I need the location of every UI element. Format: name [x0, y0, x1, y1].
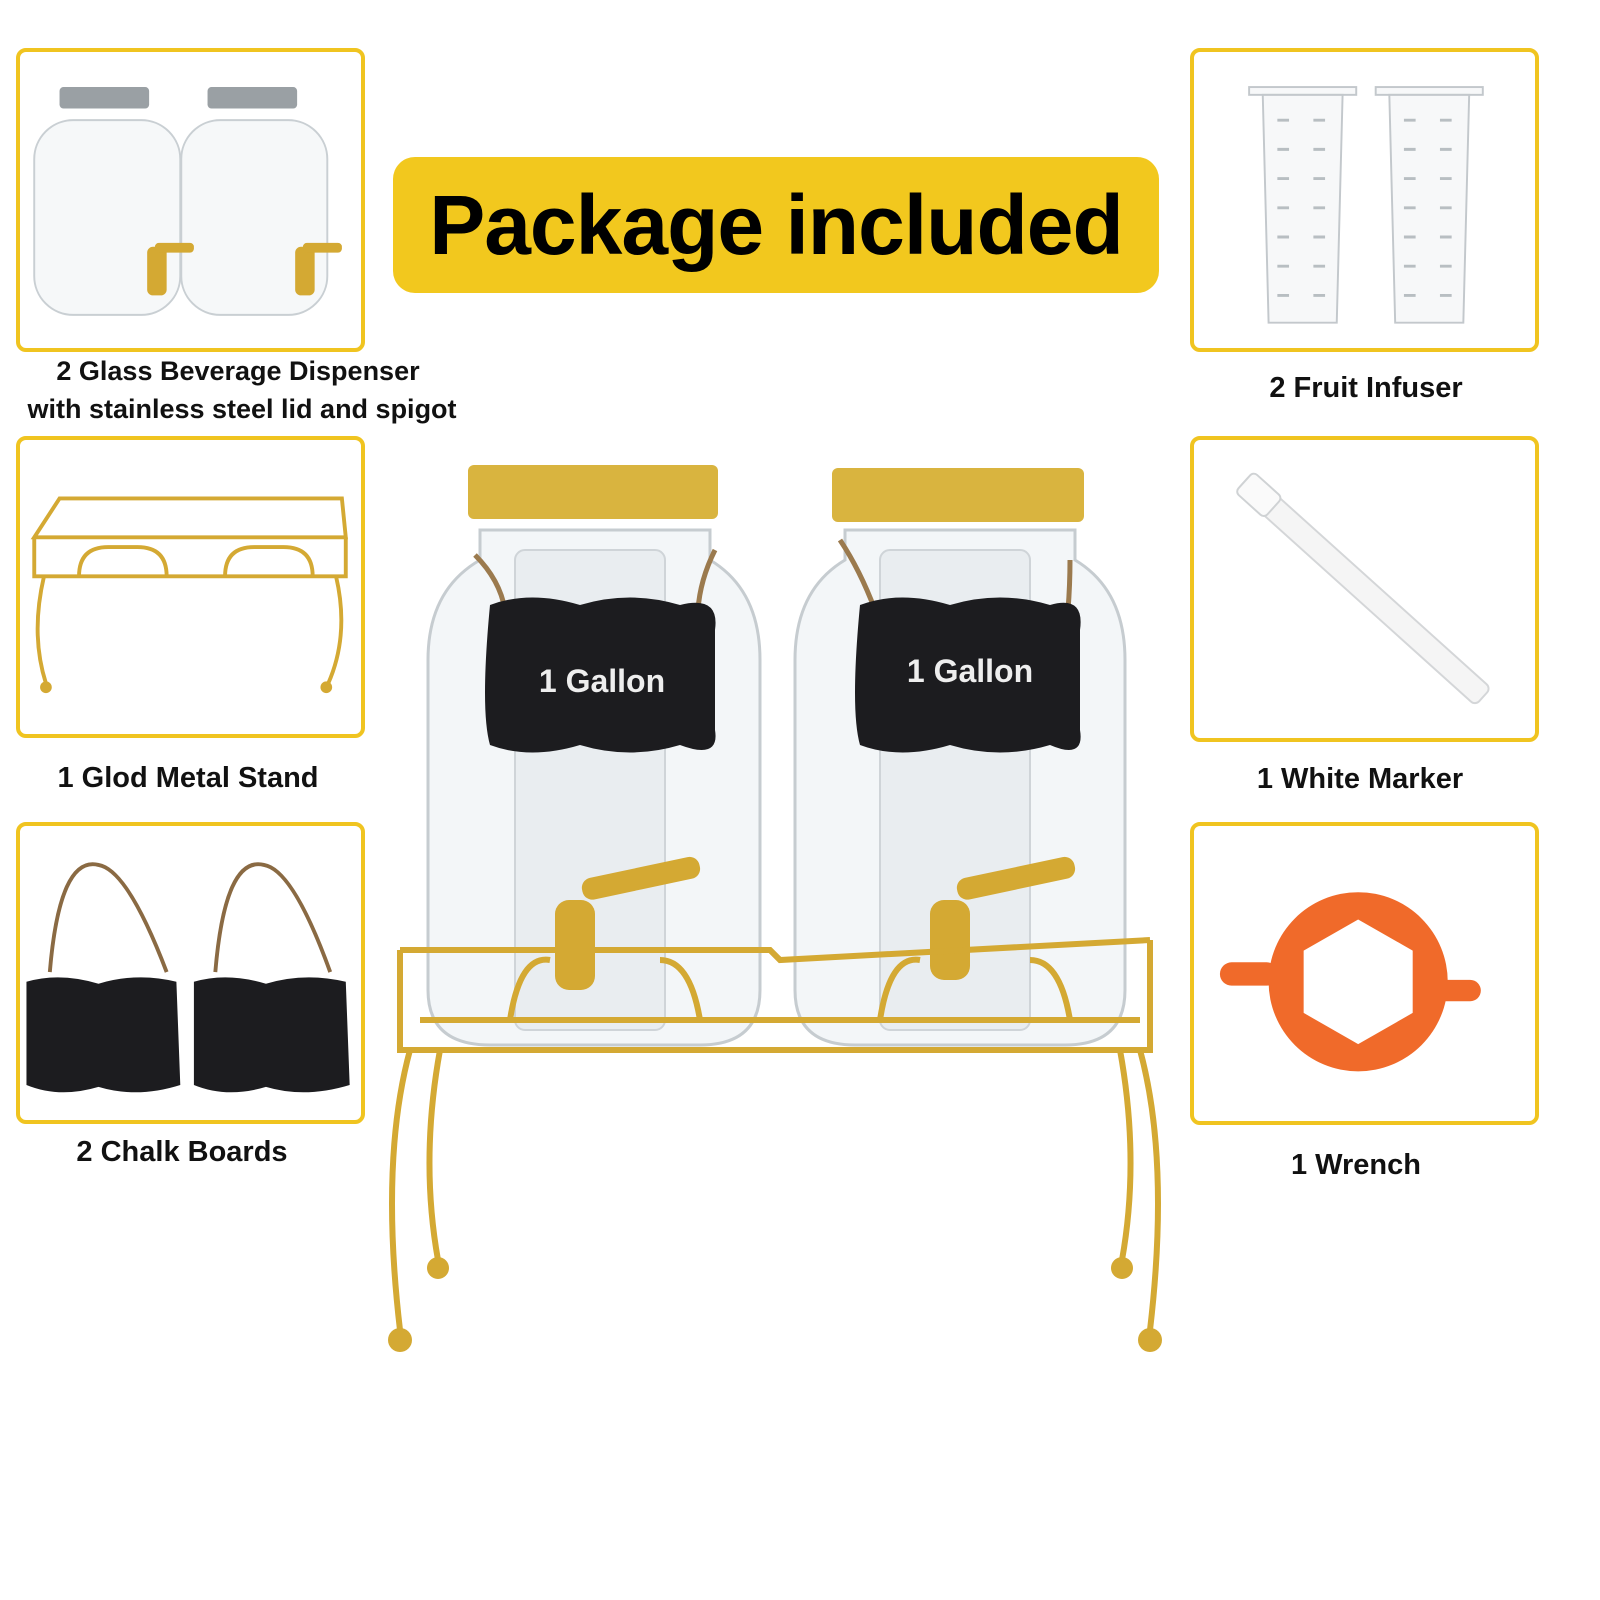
item-label-chalkboards: 2 Chalk Boards — [76, 1136, 288, 1168]
item-label-dispensers-line1: 2 Glass Beverage Dispenser — [56, 356, 420, 386]
hero-dispenser-image: 1 Gallon 1 Gallon — [388, 465, 1162, 1352]
item-card-dispensers — [16, 48, 365, 352]
chalk-board-right — [855, 597, 1081, 753]
gold-lid-right — [832, 468, 1084, 522]
chalk-board-left — [485, 597, 716, 753]
gold-metal-stand — [389, 937, 1161, 1331]
metal-stand-icon — [30, 496, 348, 694]
title-banner: Package included — [393, 157, 1159, 293]
wrench-icon — [1219, 892, 1481, 1072]
item-card-wrench — [1190, 822, 1539, 1125]
item-card-infusers — [1190, 48, 1539, 352]
gold-lid-left — [468, 465, 718, 519]
item-label-wrench: 1 Wrench — [1290, 1149, 1421, 1181]
white-marker-icon — [1236, 472, 1490, 705]
item-card-stand — [16, 436, 365, 738]
item-label-infusers: 2 Fruit Infuser — [1269, 372, 1463, 404]
item-label-marker: 1 White Marker — [1256, 763, 1464, 795]
item-label-stand: 1 Glod Metal Stand — [57, 762, 319, 794]
item-label-dispensers-line2: with stainless steel lid and spigot — [27, 394, 457, 424]
item-card-chalkboards — [16, 822, 365, 1124]
jar-label-right: 1 Gallon — [907, 653, 1033, 689]
page-title: Package included — [429, 177, 1124, 272]
item-card-marker — [1190, 436, 1539, 742]
hero-dispenser-set: 1 Gallon 1 Gallon — [380, 460, 1180, 1460]
jar-label-left: 1 Gallon — [539, 663, 665, 699]
chalk-board-icon — [26, 862, 350, 1093]
fruit-infuser-icon — [1248, 86, 1484, 324]
glass-dispenser-icon — [33, 87, 342, 316]
gold-spigots — [555, 856, 1076, 990]
